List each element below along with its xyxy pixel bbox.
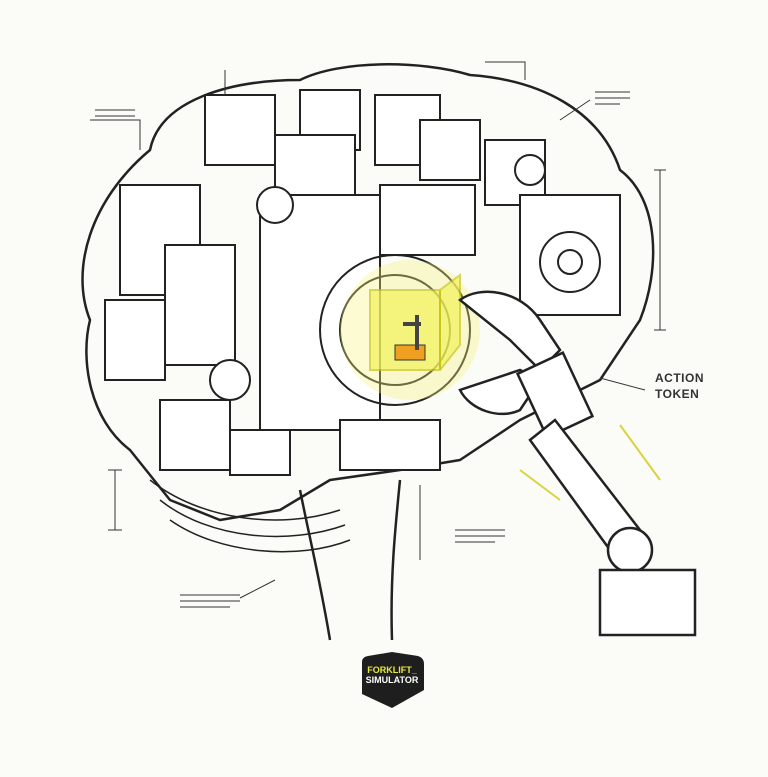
module-block: [204, 94, 276, 166]
core-ring: [319, 254, 471, 406]
module-block: [164, 244, 236, 366]
label-line: TOKEN: [655, 387, 700, 401]
label-line: ACTION: [655, 371, 704, 385]
action-token-cube: [340, 260, 480, 400]
action-token-label: ACTION TOKEN: [655, 370, 704, 402]
gear-icon: [256, 186, 294, 224]
module-block: [159, 399, 231, 471]
gear-icon: [209, 359, 251, 401]
module-block: [419, 119, 481, 181]
brain-outline: [81, 63, 655, 522]
logo-line: FORKLIFT_: [367, 665, 417, 675]
brain-stem: [298, 479, 402, 641]
module-block: [259, 194, 381, 431]
gear-icon: [514, 154, 546, 186]
module-block: [229, 429, 291, 476]
forklift-simulator-logo: FORKLIFT_ SIMULATOR: [360, 652, 424, 708]
module-block: [339, 419, 441, 471]
module-block: [519, 194, 621, 316]
module-block: [104, 299, 166, 381]
logo-badge: [362, 652, 424, 708]
forklift-icon: [394, 344, 426, 361]
logo-line: SIMULATOR: [365, 675, 419, 685]
module-block: [274, 134, 356, 196]
module-block: [379, 184, 476, 256]
robot-arm: [457, 290, 697, 637]
